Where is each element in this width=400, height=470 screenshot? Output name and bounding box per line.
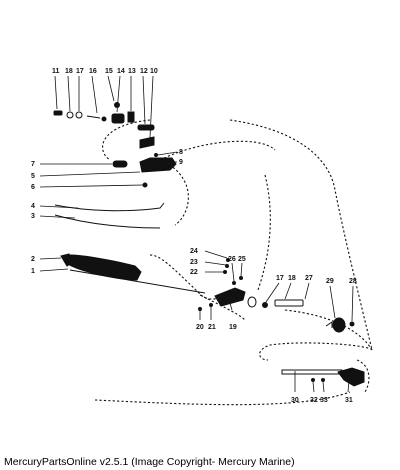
callout-17-top: 17 xyxy=(76,68,84,75)
part-28-screw xyxy=(349,321,355,327)
part-33-washer xyxy=(321,378,325,382)
part-19-bracket xyxy=(214,287,246,307)
part-11-bolt xyxy=(53,110,63,116)
part-12-sleeve xyxy=(137,124,155,131)
part-29-spring xyxy=(332,317,346,333)
assembly-guide-line xyxy=(159,140,276,161)
part-17-nut-lower xyxy=(262,302,268,308)
callout-11: 11 xyxy=(52,68,60,75)
part-14-block xyxy=(111,113,125,124)
part-21-washer xyxy=(209,303,213,307)
callout-30: 30 xyxy=(291,397,299,404)
callout-3: 3 xyxy=(31,213,35,220)
part-9-washer xyxy=(156,159,160,163)
part-17-washer xyxy=(75,111,83,119)
part-16-shaft xyxy=(86,115,101,119)
callout-5: 5 xyxy=(31,173,35,180)
part-2-grip-cap xyxy=(60,253,74,267)
callout-14: 14 xyxy=(117,68,125,75)
callout-23: 23 xyxy=(190,259,198,266)
callout-16: 16 xyxy=(89,68,97,75)
part-20-screw xyxy=(198,307,202,311)
part-26-screw xyxy=(232,281,236,285)
part-25-spring xyxy=(239,276,243,280)
exploded-parts-diagram: 7 5 6 4 3 2 1 11 18 17 16 15 14 13 12 10… xyxy=(31,68,373,406)
part-18-washer-lower xyxy=(247,296,257,308)
part-15-pin xyxy=(114,102,120,108)
callout-17-lower: 17 xyxy=(276,275,284,282)
assembly-guide-line xyxy=(149,254,219,300)
part-10-bushing xyxy=(139,136,155,149)
callout-leaders xyxy=(39,75,354,393)
assembly-guide-line xyxy=(259,342,373,361)
part-8-screw xyxy=(154,153,158,157)
callout-20: 20 xyxy=(196,324,204,331)
callout-28: 28 xyxy=(349,278,357,285)
callout-27: 27 xyxy=(305,275,313,282)
assembly-guide-line xyxy=(356,359,370,393)
callout-13: 13 xyxy=(128,68,136,75)
callout-22: 22 xyxy=(190,269,198,276)
part-13-insert xyxy=(127,111,135,123)
part-29-clip xyxy=(325,321,333,328)
callout-25: 25 xyxy=(238,256,246,263)
callout-9: 9 xyxy=(179,159,183,166)
callout-19: 19 xyxy=(229,324,237,331)
assembly-guide-line xyxy=(102,119,151,161)
callout-31: 31 xyxy=(345,397,353,404)
part-18-washer xyxy=(66,111,74,119)
callout-4: 4 xyxy=(31,203,35,210)
callout-numbers: 7 5 6 4 3 2 1 11 18 17 16 15 14 13 12 10… xyxy=(31,68,357,404)
part-1-handle xyxy=(61,254,142,281)
part-32-screw xyxy=(311,378,315,382)
part-7-grommet xyxy=(112,160,128,168)
assembly-guide-line xyxy=(94,391,351,406)
callout-2: 2 xyxy=(31,256,35,263)
part-6-screw xyxy=(142,182,148,188)
callout-24: 24 xyxy=(190,248,198,255)
part-1-throttle-rod xyxy=(69,269,206,294)
callout-32: 32 xyxy=(310,397,318,404)
callout-18-top: 18 xyxy=(65,68,73,75)
callout-21: 21 xyxy=(208,324,216,331)
callout-18-lower: 18 xyxy=(288,275,296,282)
callout-29: 29 xyxy=(326,278,334,285)
assembly-guide-line xyxy=(257,174,271,291)
part-16-nut xyxy=(101,116,107,122)
callout-1: 1 xyxy=(31,268,35,275)
callout-26: 26 xyxy=(228,256,236,263)
part-30-tube xyxy=(281,369,343,375)
callout-15: 15 xyxy=(105,68,113,75)
part-24-screw xyxy=(226,258,230,262)
callout-7: 7 xyxy=(31,161,35,168)
callout-12: 12 xyxy=(140,68,148,75)
part-27-shaft xyxy=(274,299,304,307)
callout-33: 33 xyxy=(320,397,328,404)
part-4-cable xyxy=(54,202,165,212)
assembly-guide-line xyxy=(199,294,246,321)
part-31-end-fitting xyxy=(337,367,365,387)
part-3-cable xyxy=(54,214,161,229)
assembly-guide-line xyxy=(229,119,373,351)
callout-8: 8 xyxy=(179,149,183,156)
part-23-washer xyxy=(225,264,229,268)
callout-6: 6 xyxy=(31,184,35,191)
callout-10: 10 xyxy=(150,68,158,75)
image-copyright-caption: MercuryPartsOnline v2.5.1 (Image Copyrig… xyxy=(4,456,295,468)
